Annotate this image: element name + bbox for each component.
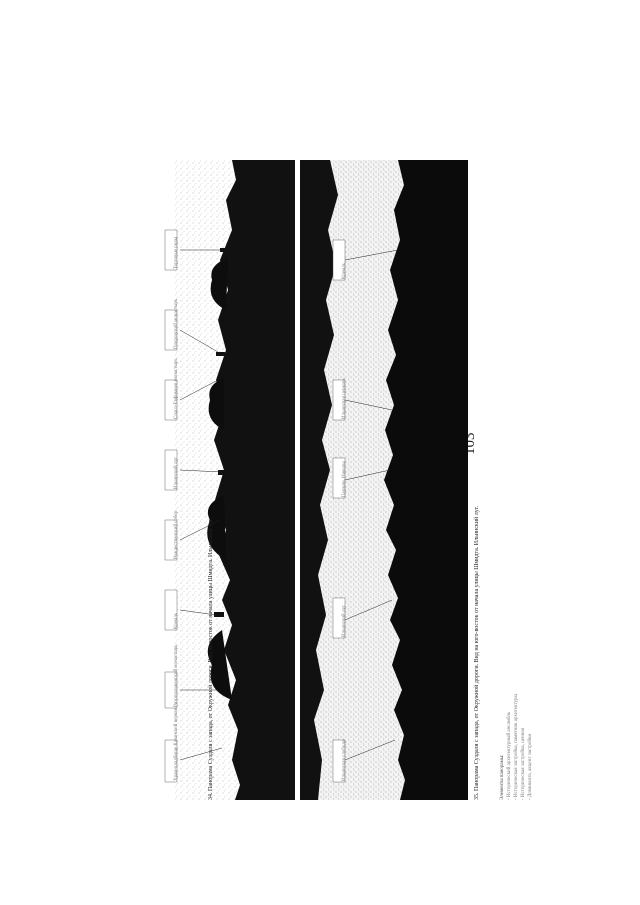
- plate-34-foreground: [214, 160, 295, 800]
- plate-35-leaders: [344, 249, 399, 761]
- plate-34-label-6: Спасо-Евфимиев монастырь: [174, 358, 179, 419]
- plate-34-label-7: Покровский монастырь: [174, 298, 179, 349]
- plate-35-label-3: Церковь Николы: [342, 461, 347, 497]
- plate-34-label-2: Ризоположенский монастырь: [174, 644, 179, 707]
- plate-35-label-4: Ильинская церковь: [342, 378, 347, 419]
- figure-34-caption: 34. Панорама Суздаля с запада, от Окружн…: [208, 517, 214, 800]
- plate-34-label-3: Кремль: [174, 613, 179, 629]
- legend-item-1: - Исторический архитектурный ансамбль: [507, 711, 512, 800]
- plate-35-ridge: [300, 160, 338, 800]
- plate-34-label-5: Ильинский луг: [174, 456, 179, 489]
- plate-35-label-1: Ильинская слобода: [342, 740, 347, 781]
- plate-34-label-boxes: [164, 229, 178, 783]
- legend-title: Элементы панорамы:: [500, 754, 505, 800]
- plate-34-churches: [214, 248, 227, 617]
- figure-35-caption: 35. Панорама Суздаля с запада, от Окружн…: [474, 505, 480, 800]
- plate-35-label-5: Кремль: [342, 263, 347, 279]
- plate-34-label-1: Храм-кладбище Казанской церкви: [174, 707, 179, 781]
- legend-item-4: - Доминанта, акцент застройки: [528, 733, 533, 800]
- plate-35-foreground: [384, 160, 468, 800]
- plate-34-label-8: Торговые ряды: [174, 237, 179, 269]
- plate-34-tree-group: [207, 258, 232, 700]
- plate-34-label-4: Рождественский собор: [174, 510, 179, 559]
- legend-item-2: - Историческая застройка, памятник архит…: [514, 694, 519, 800]
- plate-35-label-boxes: [332, 239, 346, 783]
- plate-34-leaders: [179, 249, 223, 761]
- plate-35-label-2: Ильинский луг: [342, 604, 347, 637]
- legend-item-3: - Историческая застройка, ценная: [521, 728, 526, 800]
